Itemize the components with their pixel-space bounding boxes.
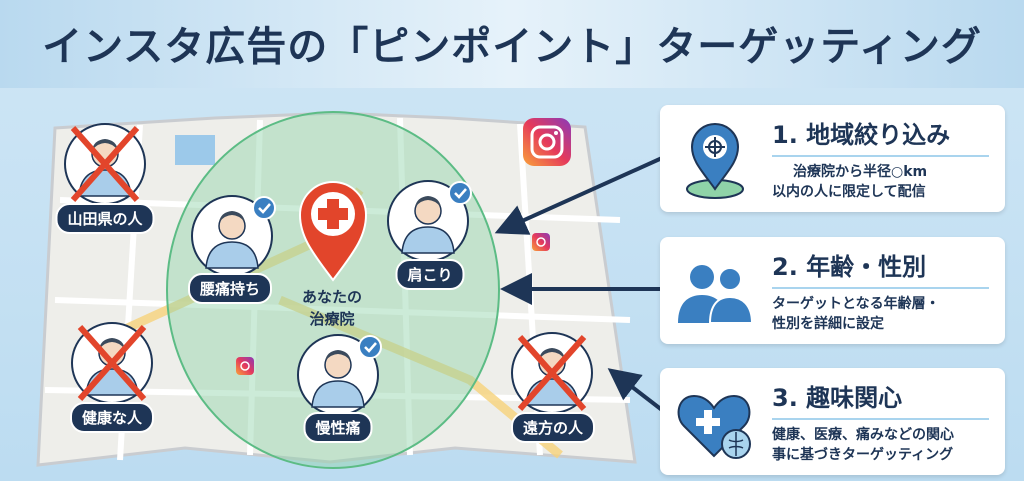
person-avatar <box>71 322 153 404</box>
page-title: インスタ広告の「ピンポイント」ターゲッティング <box>42 24 982 70</box>
person-avatar <box>297 334 382 416</box>
clinic-label-line1: あなたの <box>301 288 363 306</box>
instagram-icon <box>523 118 571 166</box>
panel-area-targeting: 1. 地域絞り込み 治療院から半径○km 以内の人に限定して配信 <box>660 105 1005 212</box>
check-badge-icon <box>448 181 472 205</box>
panel-age-gender: 2. 年齢・性別 ターゲットとなる年齢層・性別を詳細に設定 <box>660 237 1005 344</box>
check-badge-icon <box>252 196 276 220</box>
panel-heading: 1. 地域絞り込み <box>772 121 951 149</box>
person-label: 健康な人 <box>69 402 155 433</box>
title-banner <box>0 0 1024 88</box>
description-line: 健康、医療、痛みなどの関心 <box>772 427 954 443</box>
clinic-label-line2: 治療院 <box>309 310 355 328</box>
arrow-3 <box>607 368 664 412</box>
panel-heading: 2. 年齢・性別 <box>772 253 927 281</box>
check-badge-icon <box>358 335 382 359</box>
person-avatar <box>511 332 593 414</box>
instagram-icon <box>236 357 254 375</box>
person-label: 肩こり <box>395 259 465 290</box>
location-pin-target-icon <box>686 123 744 199</box>
excluded-x-icon <box>70 126 140 202</box>
description-line: ターゲットとなる年齢層・ <box>772 296 940 312</box>
heart-brain-icon <box>677 394 751 459</box>
excluded-x-icon <box>77 325 147 401</box>
excluded-x-icon <box>517 335 587 411</box>
person-avatar <box>387 180 472 262</box>
person-label: 山田県の人 <box>55 203 155 234</box>
panel-interests: 3. 趣味関心 健康、医療、痛みなどの関心事に基づきターゲッティング <box>660 368 1005 475</box>
clinic-label: あなたの治療院 <box>302 286 362 330</box>
panel-description: 健康、医療、痛みなどの関心事に基づきターゲッティング <box>772 425 954 465</box>
clinic-pin-icon <box>298 181 368 282</box>
person-avatar <box>64 123 146 205</box>
person-label: 慢性痛 <box>303 412 373 443</box>
instagram-icon <box>532 233 550 251</box>
arrow-1 <box>494 156 663 235</box>
panel-heading: 3. 趣味関心 <box>772 384 903 412</box>
divider <box>772 418 989 420</box>
description-line: 性別を詳細に設定 <box>772 316 884 332</box>
person-avatar <box>191 195 276 277</box>
description-line: 事に基づきターゲッティング <box>772 447 954 463</box>
people-icon <box>678 265 754 324</box>
panel-description: ターゲットとなる年齢層・性別を詳細に設定 <box>772 294 940 334</box>
divider <box>772 287 989 289</box>
description-line: 以内の人に限定して配信 <box>772 184 926 200</box>
person-label: 遠方の人 <box>510 412 596 443</box>
panel-description: 治療院から半径○km 以内の人に限定して配信 <box>772 162 928 202</box>
person-label: 腰痛持ち <box>187 273 273 304</box>
divider <box>772 155 989 157</box>
description-line: 治療院から半径○km <box>793 164 928 180</box>
